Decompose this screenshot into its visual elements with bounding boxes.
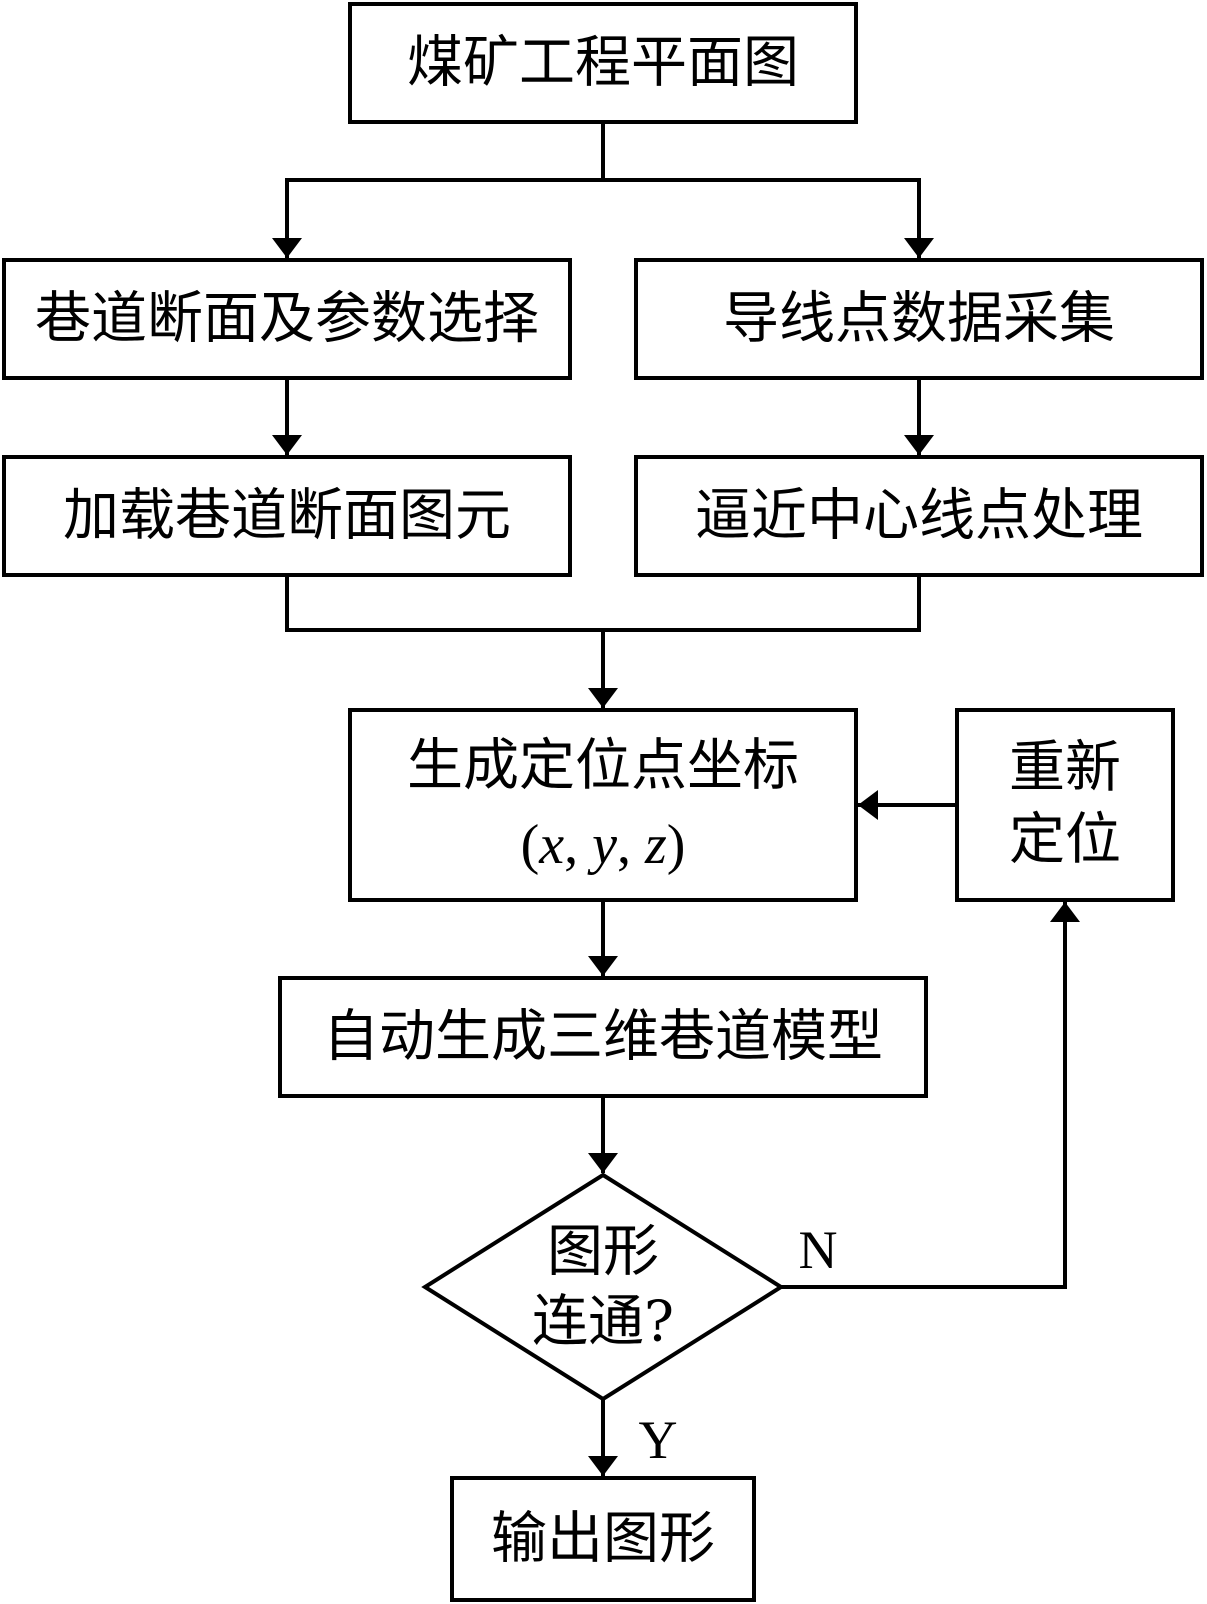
node-section-selection: 巷道断面及参数选择 xyxy=(2,258,572,380)
node-load-section: 加载巷道断面图元 xyxy=(2,455,572,577)
node-relocate-line-1: 重新 xyxy=(1009,736,1121,801)
node-generate-coordinates: 生成定位点坐标 (x, y, z) xyxy=(348,708,858,902)
edge-merge xyxy=(285,575,921,632)
edge-label-yes: Y xyxy=(639,1410,678,1470)
node-output-graphic-label: 输出图形 xyxy=(491,1507,715,1572)
coord-close: ) xyxy=(667,814,686,876)
edges xyxy=(272,122,1080,1476)
node-relocate-line-2: 定位 xyxy=(1009,808,1121,873)
node-section-selection-label: 巷道断面及参数选择 xyxy=(35,287,539,352)
node-centerline-processing-label: 逼近中心线点处理 xyxy=(695,484,1143,549)
node-auto-3d-model: 自动生成三维巷道模型 xyxy=(278,976,928,1098)
node-output-graphic: 输出图形 xyxy=(450,1476,756,1602)
node-coal-mine-plan: 煤矿工程平面图 xyxy=(348,2,858,124)
node-auto-3d-model-label: 自动生成三维巷道模型 xyxy=(323,1005,883,1070)
node-centerline-processing: 逼近中心线点处理 xyxy=(634,455,1204,577)
node-connectivity-decision: 图形 连通? xyxy=(421,1172,785,1402)
coord-z: z xyxy=(644,814,667,876)
node-load-section-label: 加载巷道断面图元 xyxy=(63,484,511,549)
node-connectivity-decision-line-2: 连通? xyxy=(532,1290,674,1355)
coord-x: x xyxy=(538,814,564,876)
coord-y: y xyxy=(587,814,617,876)
coord-sep-1: , xyxy=(564,814,592,876)
node-generate-coordinates-label: 生成定位点坐标 xyxy=(407,734,799,799)
coordinate-xyz: (x, y, z) xyxy=(521,814,686,876)
edge-plan-split xyxy=(287,122,919,182)
edge-label-no: N xyxy=(799,1220,838,1280)
coord-open: ( xyxy=(521,814,540,876)
node-connectivity-decision-line-1: 图形 xyxy=(547,1220,659,1285)
coord-sep-2: , xyxy=(617,814,645,876)
node-relocate: 重新 定位 xyxy=(955,708,1175,902)
node-traverse-collection-label: 导线点数据采集 xyxy=(723,287,1115,352)
edge-decision-no-to-relocate xyxy=(781,902,1080,1289)
node-coal-mine-plan-label: 煤矿工程平面图 xyxy=(407,31,799,96)
node-traverse-collection: 导线点数据采集 xyxy=(634,258,1204,380)
